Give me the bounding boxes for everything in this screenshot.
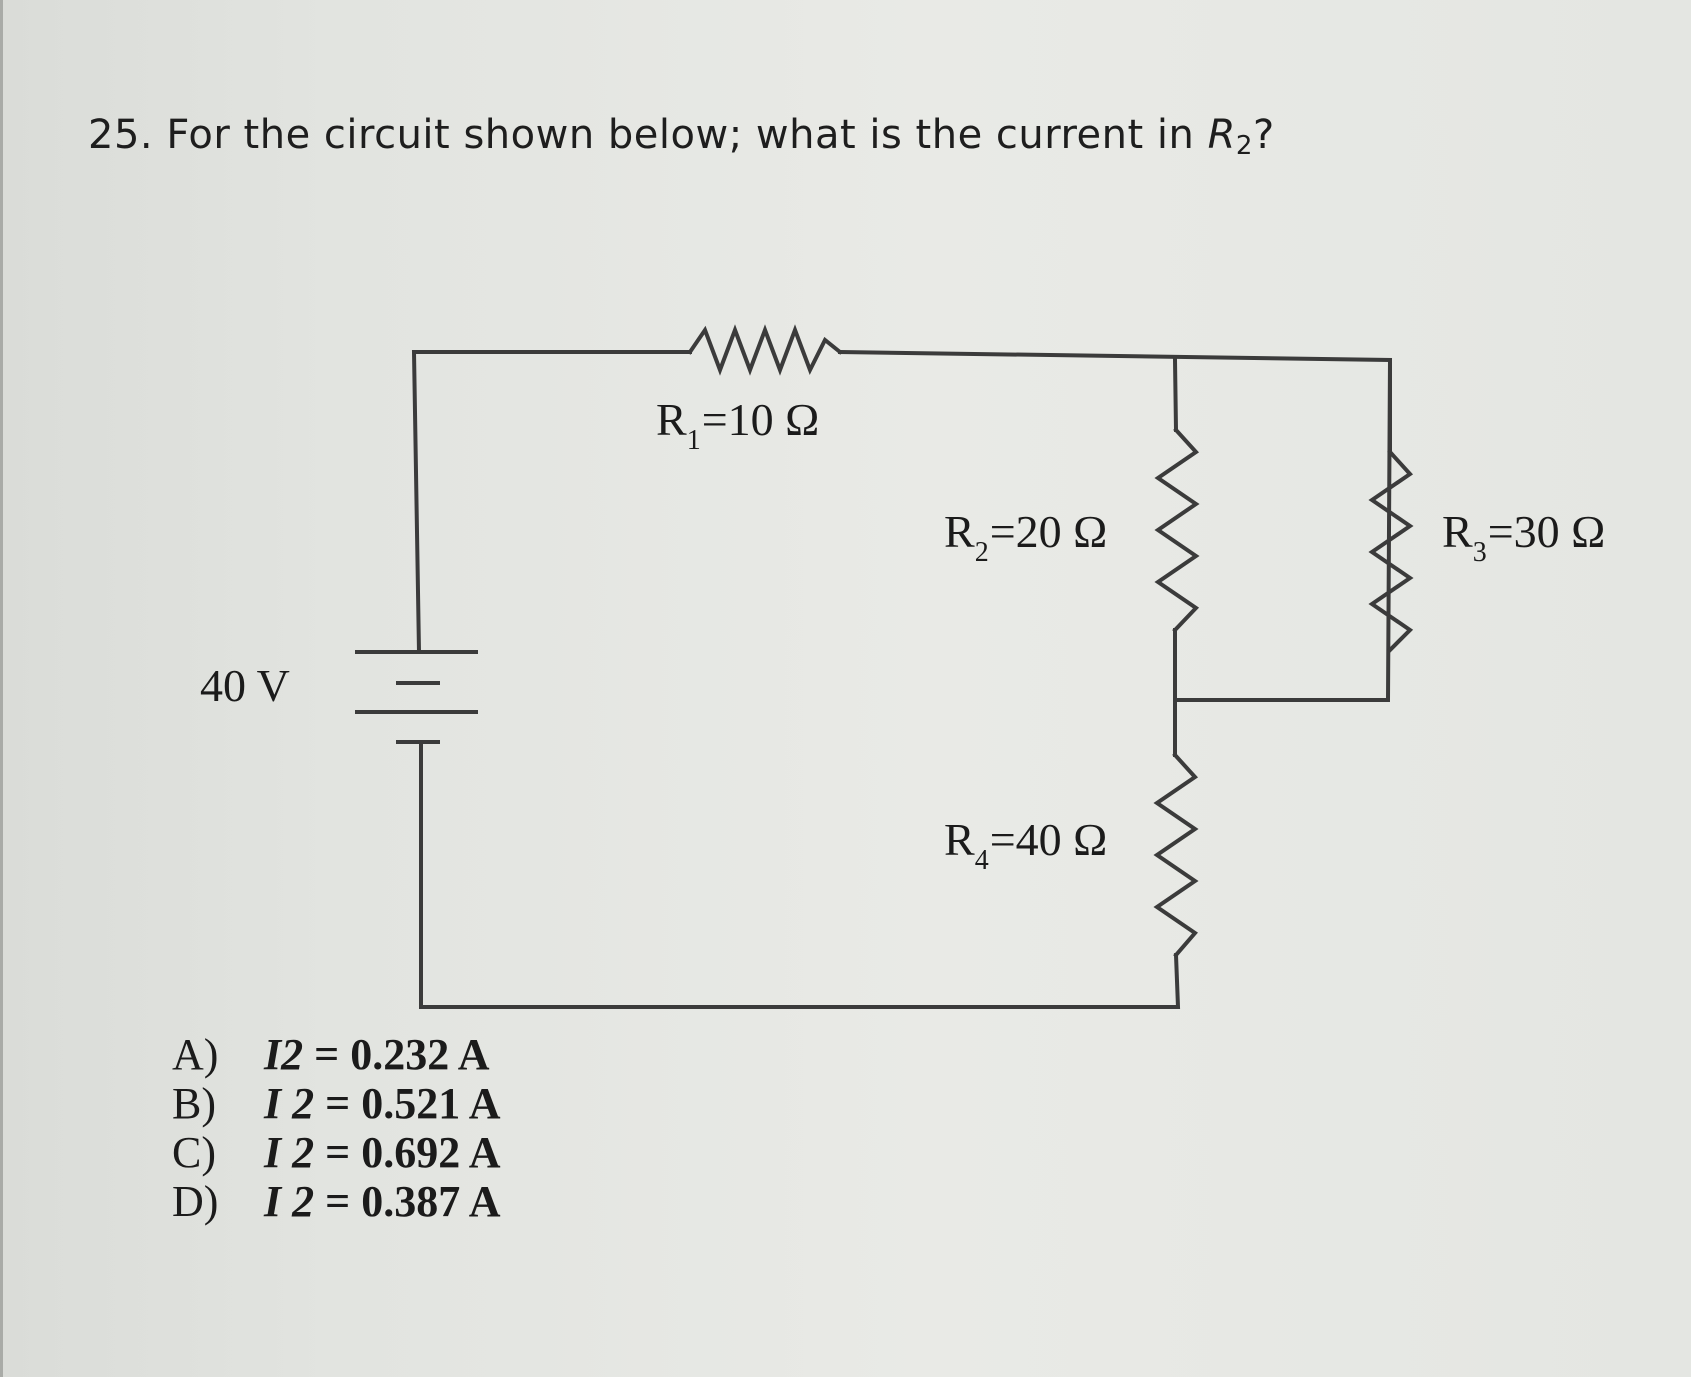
wire-top-right	[837, 349, 1393, 702]
r4-label: R4=40 Ω	[944, 814, 1108, 876]
wire-bottom	[419, 740, 1181, 1009]
wire-top-left	[411, 350, 692, 655]
resistor-r4	[1153, 752, 1199, 958]
r3-label: R3=30 Ω	[1442, 506, 1606, 568]
choice-c[interactable]: C)I 2 = 0.692 A	[172, 1128, 501, 1177]
question-target: R2	[1207, 112, 1253, 161]
source-label: 40 V	[200, 660, 290, 711]
resistor-r3	[1368, 449, 1414, 653]
page-edge	[0, 0, 3, 1377]
choice-b[interactable]: B)I 2 = 0.521 A	[172, 1079, 501, 1128]
resistor-r2	[1154, 427, 1200, 633]
choice-d[interactable]: D)I 2 = 0.387 A	[172, 1177, 501, 1226]
choice-a[interactable]: A)I2 = 0.232 A	[172, 1030, 490, 1079]
r1-label: R1=10 Ω	[656, 394, 820, 456]
question-text: 25. For the circuit shown below; what is…	[88, 112, 1275, 161]
question-number: 25.	[88, 112, 154, 158]
wire-r2-top	[1172, 357, 1179, 433]
answer-choices: A)I2 = 0.232 A B)I 2 = 0.521 A C)I 2 = 0…	[172, 1030, 501, 1226]
resistor-r1	[687, 324, 843, 376]
r2-label: R2=20 Ω	[944, 506, 1108, 568]
question-mark: ?	[1252, 112, 1275, 158]
question-body: For the circuit shown below; what is the…	[166, 112, 1195, 158]
